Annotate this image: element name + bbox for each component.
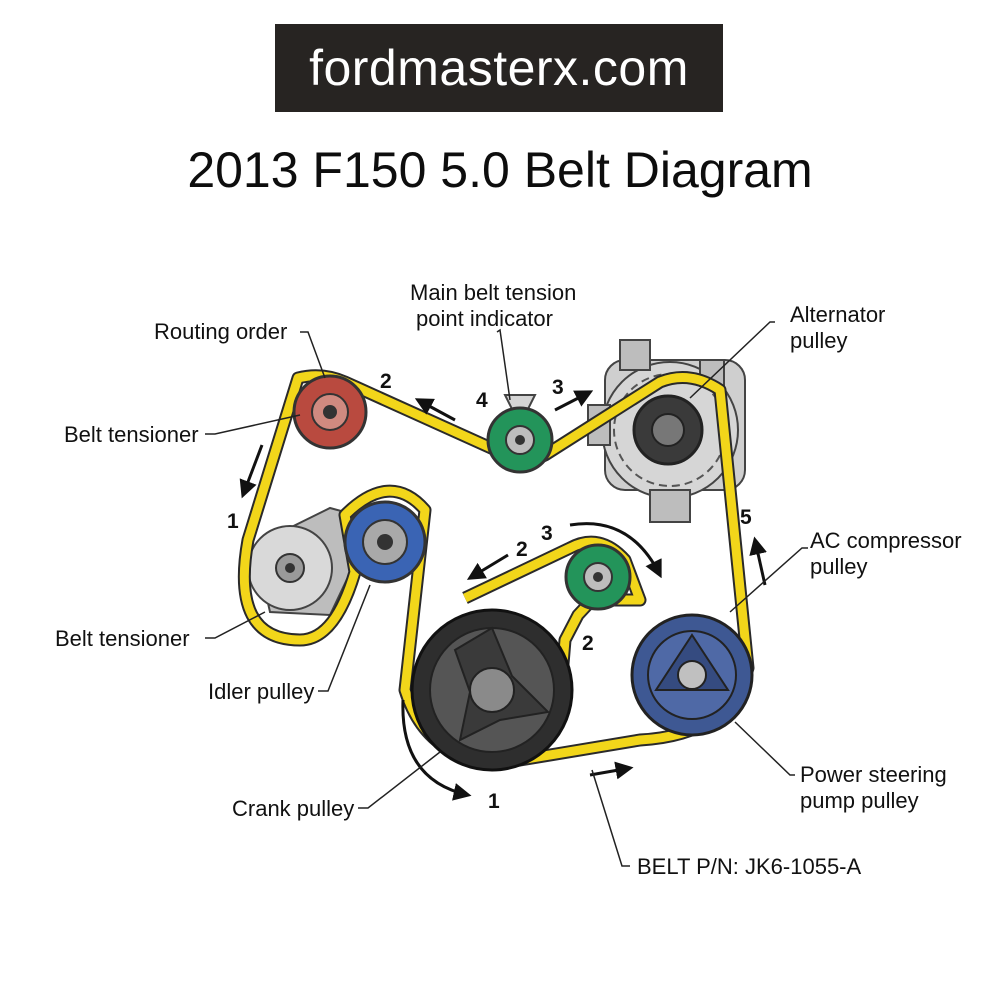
label-idler-pulley: Idler pulley bbox=[208, 679, 314, 704]
direction-arrows bbox=[239, 390, 767, 801]
main-tension-pulley bbox=[486, 394, 554, 474]
route-number-4-top: 4 bbox=[476, 389, 488, 412]
route-number-1-bottom: 1 bbox=[488, 790, 500, 813]
label-alternator-1: Alternator bbox=[790, 302, 885, 327]
label-main-tension-1: Main belt tension bbox=[410, 280, 576, 305]
route-number-5-right: 5 bbox=[740, 506, 752, 529]
leader-lines bbox=[205, 321, 808, 867]
label-belt-part-number: BELT P/N: JK6-1055-A bbox=[637, 854, 862, 879]
site-brand-banner: fordmasterx.com bbox=[275, 24, 723, 112]
label-belt-tensioner-top: Belt tensioner bbox=[64, 422, 199, 447]
crank-pulley bbox=[410, 608, 574, 772]
label-belt-tensioner-bottom: Belt tensioner bbox=[55, 626, 190, 651]
label-ac-compressor-2: pulley bbox=[810, 554, 867, 579]
route-number-1-left: 1 bbox=[227, 510, 239, 533]
label-main-tension-2: point indicator bbox=[416, 306, 553, 331]
idler-pulley-blue bbox=[343, 500, 427, 584]
page-title: 2013 F150 5.0 Belt Diagram bbox=[187, 142, 813, 198]
label-routing-order: Routing order bbox=[154, 319, 287, 344]
route-number-2-mid: 2 bbox=[516, 538, 528, 561]
idler-pulley-green bbox=[564, 543, 632, 611]
label-alternator-2: pulley bbox=[790, 328, 847, 353]
route-number-2-low: 2 bbox=[582, 632, 594, 655]
ac-compressor-pulley bbox=[630, 613, 754, 737]
route-number-3-mid: 3 bbox=[541, 522, 553, 545]
route-number-3-top: 3 bbox=[552, 376, 564, 399]
tensioner-pulley-top bbox=[292, 374, 368, 450]
alternator-pulley bbox=[632, 394, 704, 466]
label-crank-pulley: Crank pulley bbox=[232, 796, 354, 821]
label-power-steering-1: Power steering bbox=[800, 762, 947, 787]
label-ac-compressor-1: AC compressor bbox=[810, 528, 962, 553]
label-power-steering-2: pump pulley bbox=[800, 788, 919, 813]
route-number-2-top: 2 bbox=[380, 370, 392, 393]
